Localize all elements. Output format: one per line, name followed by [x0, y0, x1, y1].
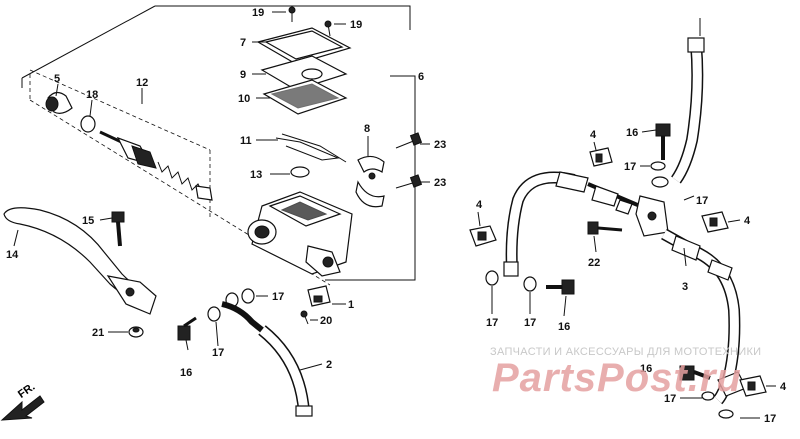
label-7: 7 [240, 37, 246, 49]
diaphragm-10 [262, 79, 348, 115]
screw-20 [300, 310, 309, 325]
clamp-4d [739, 375, 767, 397]
label-1: 1 [348, 299, 354, 311]
washer-17-bottom-b [718, 409, 734, 419]
label-17-mid-a: 17 [486, 317, 498, 329]
label-19-right: 19 [350, 19, 362, 31]
leader-lines [13, 11, 776, 419]
nut-21 [128, 326, 144, 338]
label-17-left: 17 [212, 347, 224, 359]
bolt-16-bottom [679, 365, 711, 381]
label-3: 3 [682, 281, 688, 293]
master-cylinder-body [247, 191, 353, 277]
group-12-top-dash [29, 69, 211, 151]
brake-hose-lower-right [661, 228, 747, 405]
label-4-top: 4 [590, 129, 597, 141]
group-12-bottom-dash [29, 99, 331, 286]
label-15: 15 [82, 215, 94, 227]
label-19-top: 19 [252, 7, 264, 19]
watermark-caption: ЗАПЧАСТИ И АКСЕССУАРЫ ДЛЯ МОТОТЕХНИКИ [490, 346, 762, 358]
label-20: 20 [320, 315, 332, 327]
label-13: 13 [250, 169, 262, 181]
diaphragm-plate-9 [260, 55, 348, 91]
clamp-4b [589, 147, 613, 167]
label-4-bottom: 4 [780, 381, 787, 393]
brake-hose-2 [221, 301, 313, 417]
label-16-left: 16 [180, 367, 192, 379]
label-17-upper: 17 [272, 291, 284, 303]
label-22: 22 [588, 257, 600, 269]
dust-boot-5 [45, 91, 73, 114]
watermark-logo: PartsPost.ru [492, 356, 742, 400]
bolt-16-mid [546, 279, 575, 295]
label-12: 12 [136, 77, 148, 89]
brake-lever-14 [3, 207, 157, 315]
washer-17-c [241, 288, 255, 304]
screw-19b [324, 20, 332, 37]
label-5: 5 [54, 73, 60, 85]
washer-17-mid-a [485, 270, 499, 286]
washer-17-mid-b [523, 276, 537, 292]
washer-17-a [207, 306, 221, 322]
brake-hose-left-loop [503, 171, 589, 277]
bolt-23b [395, 174, 423, 189]
label-6: 6 [418, 71, 424, 83]
piston-set-12 [99, 130, 213, 201]
reservoir-cap-7 [256, 27, 352, 65]
label-16-top: 16 [626, 127, 638, 139]
brake-switch-1 [307, 285, 331, 307]
label-18: 18 [86, 89, 98, 101]
group-box-top-edge [155, 5, 411, 30]
label-17-bottom-a: 17 [664, 393, 676, 405]
label-17-mid-b: 17 [524, 317, 536, 329]
label-17-right: 17 [696, 195, 708, 207]
label-2: 2 [326, 359, 332, 371]
banjo-bolt-16-left [177, 316, 197, 341]
label-8: 8 [364, 123, 370, 135]
label-9: 9 [240, 69, 246, 81]
washer-17-top-b [651, 176, 669, 188]
brake-pipe-joint-3 [587, 182, 669, 237]
label-10: 10 [238, 93, 250, 105]
label-4-right: 4 [744, 215, 751, 227]
label-11: 11 [240, 135, 252, 147]
screw-19a [288, 6, 296, 22]
label-17-bottom-b: 17 [764, 413, 776, 425]
label-14: 14 [6, 249, 19, 261]
label-23-upper: 23 [434, 139, 446, 151]
label-16-mid: 16 [558, 321, 570, 333]
bolt-23a [395, 132, 423, 149]
label-4-left: 4 [476, 199, 483, 211]
washer-17-bottom-a [701, 391, 715, 401]
bolt-22 [587, 221, 623, 235]
holder-8 [355, 155, 385, 208]
label-23-lower: 23 [434, 177, 446, 189]
retainer-clip-11 [275, 133, 347, 163]
washer-17-top [650, 161, 666, 171]
boot-13 [290, 166, 310, 178]
clamp-4a [469, 225, 497, 247]
clamp-4c [701, 211, 729, 233]
label-21: 21 [92, 327, 104, 339]
pivot-bolt-15 [111, 211, 125, 247]
front-direction-arrow [0, 395, 45, 421]
label-16-bottom: 16 [640, 363, 652, 375]
circlip-18 [80, 115, 96, 133]
label-17-top: 17 [624, 161, 636, 173]
group-box-left-edge [21, 5, 156, 79]
brake-hose-upper-right [671, 18, 705, 184]
bolt-16-top [655, 123, 671, 160]
